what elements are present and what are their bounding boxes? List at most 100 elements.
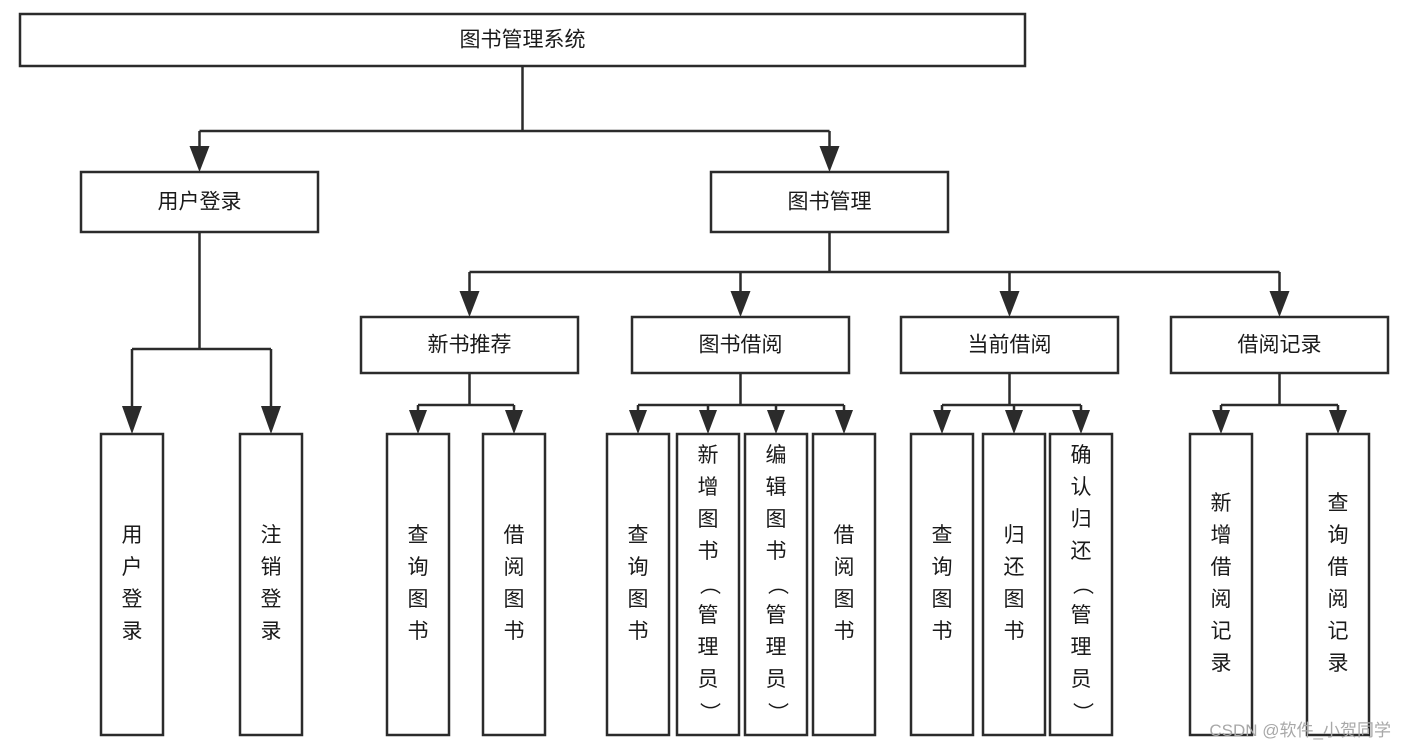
leaf-confirm-return-admin-box[interactable] [1048,432,1114,737]
leaf-query-borrow-record-box[interactable] [1305,432,1371,737]
node-book-borrow[interactable]: 图书借阅 [630,315,851,375]
leaf-label-char: 书 [766,540,787,563]
connector-group-book-manage [459,232,1290,317]
leaf-label-char: （ [697,574,720,595]
leaf-label-char: 记 [1211,620,1232,643]
leaf-label-char: ） [697,702,720,723]
node-borrow-record[interactable]: 借阅记录 [1169,315,1390,375]
arrow-head-user-login [189,146,210,172]
leaf-user-logout-box[interactable] [238,432,304,737]
node-borrow-record-box[interactable] [1169,315,1390,375]
leaf-label-char: 户 [122,556,143,579]
leaf-label-char: 查 [408,524,429,547]
leaf-label-char: 图 [932,588,953,611]
leaf-label-char: 管 [1071,604,1092,627]
leaf-query-book-3-box[interactable] [909,432,975,737]
node-current-borrow-box[interactable] [899,315,1120,375]
arrow-head-leaf-add-borrow-record [1212,410,1230,434]
leaf-label-char: 书 [1004,620,1025,643]
leaf-return-book-box[interactable] [981,432,1047,737]
node-user-login-box[interactable] [79,170,320,234]
node-book-manage-box[interactable] [709,170,950,234]
node-book-manage-label: 图书管理 [788,191,872,214]
leaf-label-char: 查 [628,524,649,547]
leaf-label-char: 借 [504,524,525,547]
leaf-label-char: 阅 [1328,588,1349,611]
leaf-edit-book-admin-box[interactable] [743,432,809,737]
node-user-login[interactable]: 用户登录 [79,170,320,234]
leaf-label-char: 还 [1004,556,1025,579]
arrow-head-current-borrow [999,291,1020,317]
node-current-borrow[interactable]: 当前借阅 [899,315,1120,375]
node-root-box[interactable] [18,12,1027,68]
leaf-label-char: 增 [1211,524,1232,547]
leaf-label-char: 图 [834,588,855,611]
leaf-query-book-2-box[interactable] [605,432,671,737]
leaf-add-book-admin-box[interactable] [675,432,741,737]
leaf-label-char: 归 [1004,524,1025,547]
leaf-label-char: 录 [122,620,143,643]
node-book-manage[interactable]: 图书管理 [709,170,950,234]
connector-group-user-login [122,232,281,434]
leaf-label-char: 还 [1071,540,1092,563]
leaf-label-char: 销 [261,556,282,579]
connector-group-current-borrow [933,373,1090,434]
node-book-borrow-box[interactable] [630,315,851,375]
leaf-label-char: 阅 [504,556,525,579]
arrow-head-leaf-query-book-2 [629,410,647,434]
leaf-user-login-box[interactable] [99,432,165,737]
leaf-label-char: 辑 [766,476,787,499]
arrow-head-book-manage [819,146,840,172]
arrow-head-book-borrow [730,291,751,317]
node-current-borrow-label: 当前借阅 [968,334,1052,357]
leaf-label-char: 用 [122,524,143,547]
leaf-label-char: 确 [1071,444,1092,467]
arrow-head-leaf-edit-book-admin [767,410,785,434]
leaf-label-char: 理 [766,636,787,659]
node-new-book-recommend-box[interactable] [359,315,580,375]
node-new-book-recommend[interactable]: 新书推荐 [359,315,580,375]
connector-group-book-borrow [629,373,853,434]
leaf-label-char: 录 [1328,652,1349,675]
leaf-label-char: 阅 [834,556,855,579]
leaf-label-char: 员 [1071,668,1092,691]
leaf-label-char: 书 [698,540,719,563]
leaf-label-char: 询 [628,556,649,579]
leaf-label-char: ） [1070,702,1093,723]
node-root[interactable]: 图书管理系统 [18,12,1027,68]
leaf-node-boxes [99,432,1371,737]
leaf-borrow-book-2-box[interactable] [811,432,877,737]
arrow-head-leaf-borrow-book-1 [505,410,523,434]
leaf-label-char: 认 [1071,476,1092,499]
leaf-label-char: 登 [122,588,143,611]
connector-group-new-book-recommend [409,373,523,434]
leaf-label-char: 书 [834,620,855,643]
leaf-add-borrow-record-box[interactable] [1188,432,1254,737]
arrow-head-leaf-query-book-1 [409,410,427,434]
leaf-label-char: 员 [766,668,787,691]
leaf-label-char: （ [765,574,788,595]
leaf-label-char: 书 [504,620,525,643]
arrow-head-leaf-return-book [1005,410,1023,434]
node-borrow-record-label: 借阅记录 [1238,334,1322,357]
leaf-label-char: （ [1070,574,1093,595]
leaf-user-login-label: 用户登录 [122,524,143,643]
arrow-head-leaf-query-borrow-record [1329,410,1347,434]
leaf-label-char: ） [765,702,788,723]
leaf-borrow-book-1-box[interactable] [481,432,547,737]
leaf-query-book-1-box[interactable] [385,432,451,737]
node-new-book-recommend-label: 新书推荐 [428,334,512,357]
node-root-label: 图书管理系统 [460,29,586,52]
leaf-label-char: 理 [698,636,719,659]
leaf-label-char: 借 [1328,556,1349,579]
leaf-label-char: 录 [1211,652,1232,675]
